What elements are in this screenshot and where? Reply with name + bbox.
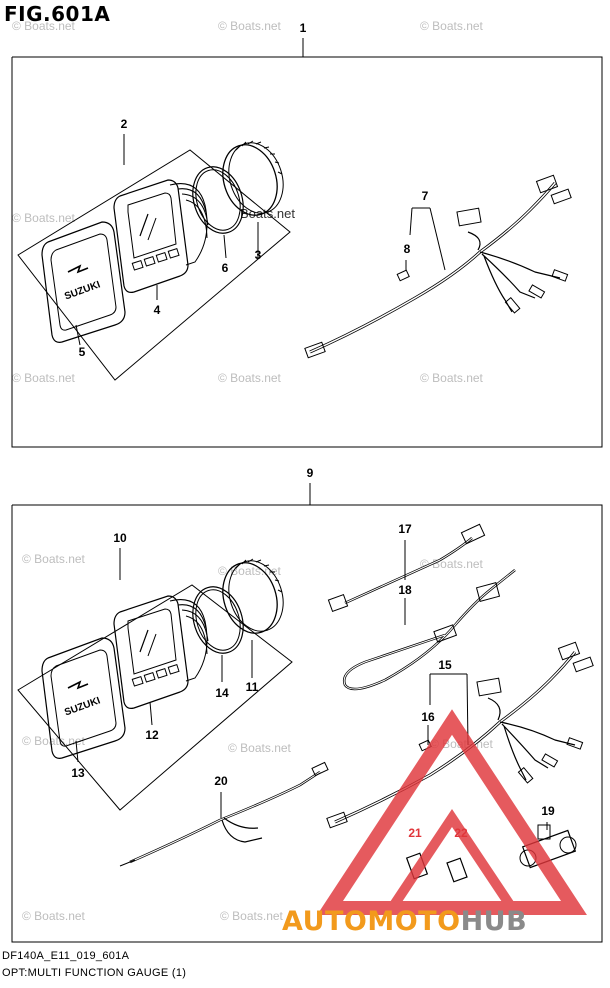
callout-14: 14 bbox=[215, 686, 229, 700]
callout-4: 4 bbox=[153, 303, 161, 317]
callout-1: 1 bbox=[299, 21, 307, 35]
gauge-part bbox=[113, 179, 209, 300]
callout-10: 10 bbox=[113, 531, 127, 545]
watermark-text: © Boats.net bbox=[12, 211, 76, 225]
cable-17 bbox=[327, 523, 486, 613]
callout-3: 3 bbox=[254, 248, 262, 262]
callout-17: 17 bbox=[398, 522, 412, 536]
suzuki-logo-text: SUZUKI bbox=[63, 279, 102, 302]
watermark-text: © Boats.net bbox=[218, 19, 282, 33]
watermark-text: © Boats.net bbox=[218, 371, 282, 385]
callout-20: 20 bbox=[214, 774, 228, 788]
callout-18: 18 bbox=[398, 583, 412, 597]
watermark-text: © Boats.net bbox=[22, 552, 86, 566]
nut-part bbox=[222, 558, 284, 678]
drawing-caption: OPT:MULTI FUNCTION GAUGE (1) bbox=[2, 967, 187, 979]
suzuki-logo-text: SUZUKI bbox=[63, 695, 102, 718]
callout-5: 5 bbox=[78, 345, 86, 359]
callout-7: 7 bbox=[421, 189, 429, 203]
watermark-text: © Boats.net bbox=[12, 19, 76, 33]
watermark-text: © Boats.net bbox=[220, 909, 284, 923]
callout-15: 15 bbox=[438, 658, 452, 672]
watermark-text: © Boats.net bbox=[22, 909, 86, 923]
brand-part-2: HUB bbox=[460, 906, 528, 937]
brand-triangle-logo bbox=[317, 709, 587, 915]
callout-9: 9 bbox=[306, 466, 314, 480]
callout-19: 19 bbox=[541, 804, 555, 818]
watermark-text: © Boats.net bbox=[420, 371, 484, 385]
callout-22: 22 bbox=[454, 826, 468, 840]
watermark-layer: © Boats.net © Boats.net © Boats.net © Bo… bbox=[12, 19, 494, 923]
cable-18 bbox=[342, 569, 516, 691]
watermark-text: © Boats.net bbox=[218, 564, 282, 578]
wire-harness bbox=[326, 641, 594, 829]
callout-8: 8 bbox=[403, 242, 411, 256]
drawing-code: DF140A_E11_019_601A bbox=[2, 950, 130, 962]
watermark-text: © Boats.net bbox=[420, 19, 484, 33]
callout-6: 6 bbox=[221, 261, 229, 275]
callout-11: 11 bbox=[245, 680, 259, 694]
nut-part bbox=[222, 140, 284, 258]
watermark-text: © Boats.net bbox=[12, 371, 76, 385]
callout-2: 2 bbox=[120, 117, 128, 131]
callout-12: 12 bbox=[145, 728, 159, 742]
figure-title: FIG.601A bbox=[4, 2, 111, 26]
callout-13: 13 bbox=[71, 766, 85, 780]
watermark-text: © Boats.net bbox=[228, 741, 292, 755]
automotohub-logo: AUTOMOTOHUB bbox=[282, 906, 527, 937]
gauge-part bbox=[113, 595, 209, 726]
bezel-part: SUZUKI bbox=[41, 221, 126, 346]
wire-harness-20 bbox=[119, 761, 329, 867]
upper-panel: SUZUKI bbox=[11, 38, 603, 448]
lower-panel: SUZUKI bbox=[11, 483, 603, 943]
callout-16: 16 bbox=[421, 710, 435, 724]
callout-21: 21 bbox=[408, 826, 422, 840]
brand-part-1: AUTOMOTO bbox=[282, 906, 461, 937]
wire-harness bbox=[304, 174, 572, 359]
